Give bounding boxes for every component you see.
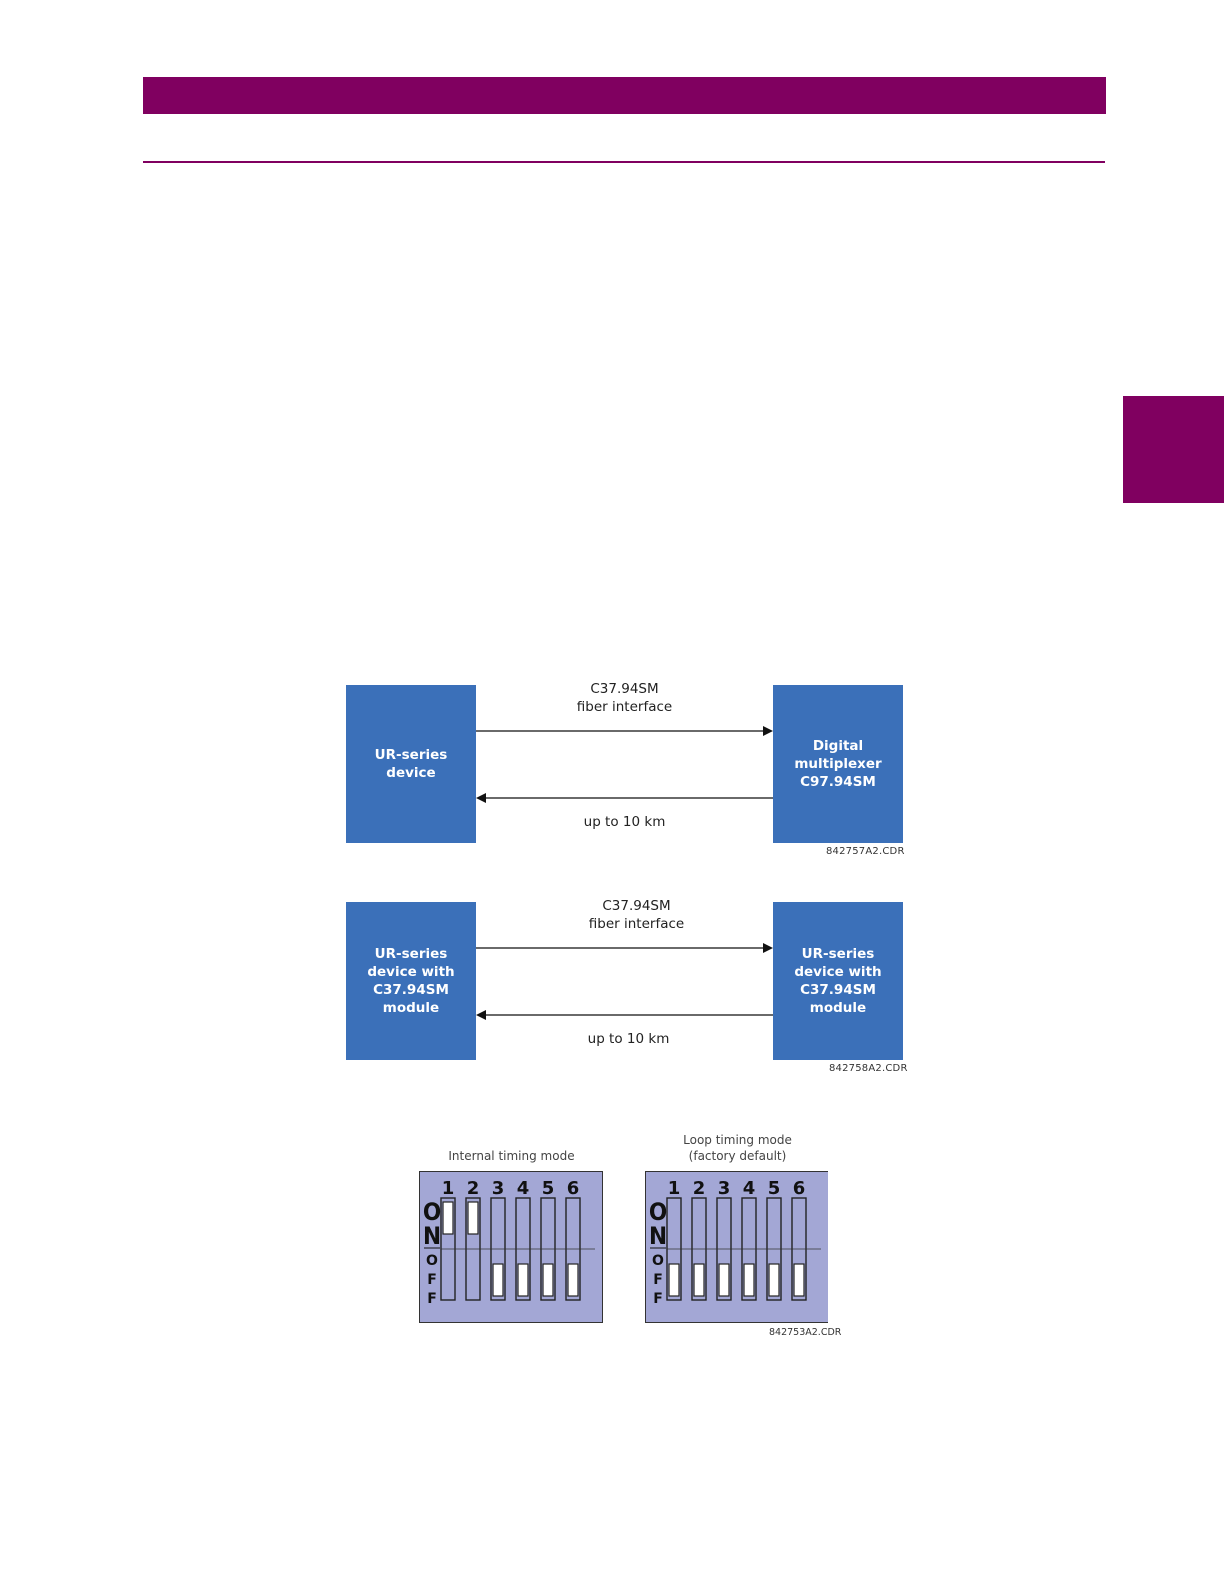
on-label-letter: N xyxy=(649,1222,667,1250)
figure-code: 842757A2.CDR xyxy=(826,846,905,857)
switch-toggle-off xyxy=(693,1263,705,1297)
off-label-letter: O xyxy=(652,1253,664,1269)
switch-number: 2 xyxy=(693,1178,706,1199)
switch-number: 2 xyxy=(467,1178,480,1199)
on-label-letter: O xyxy=(423,1198,441,1226)
dip-caption: Internal timing mode xyxy=(448,1149,575,1163)
switch-toggle-off xyxy=(668,1263,680,1297)
off-label-letter: F xyxy=(653,1272,663,1288)
chapter-side-tab xyxy=(1123,396,1224,503)
rx-arrow xyxy=(476,1010,773,1020)
ur-device-block-left: UR-series device with C37.94SM module xyxy=(346,902,476,1060)
ur-device-block: UR-series device xyxy=(346,685,476,843)
fiber-interface-label: C37.94SM fiber interface xyxy=(588,898,685,932)
switch-number: 1 xyxy=(442,1178,455,1199)
switch-toggle-off xyxy=(517,1263,529,1297)
on-label-letter: N xyxy=(423,1222,441,1250)
switch-toggle-off xyxy=(718,1263,730,1297)
dip-caption: Loop timing mode (factory default) xyxy=(683,1133,792,1163)
distance-label: up to 10 km xyxy=(587,1031,670,1047)
off-label-letter: F xyxy=(653,1291,663,1307)
switch-number: 5 xyxy=(768,1178,781,1199)
switch-number: 4 xyxy=(743,1178,756,1199)
off-label-letter: O xyxy=(426,1253,438,1269)
switch-toggle-off xyxy=(542,1263,554,1297)
tx-arrow xyxy=(476,726,773,736)
ur-device-block-right: UR-series device with C37.94SM module xyxy=(773,902,903,1060)
diagram-direct-connection: UR-series device with C37.94SM module UR… xyxy=(340,896,910,1076)
switch-number: 6 xyxy=(567,1178,580,1199)
switch-number: 1 xyxy=(668,1178,681,1199)
switch-toggle-off xyxy=(743,1263,755,1297)
diagram-multiplexer-connection: UR-series device Digital multiplexer C97… xyxy=(340,679,910,859)
switch-toggle-off xyxy=(768,1263,780,1297)
switch-number: 5 xyxy=(542,1178,555,1199)
switch-toggle-on xyxy=(442,1201,454,1235)
distance-label: up to 10 km xyxy=(583,814,666,830)
switch-toggle-off xyxy=(567,1263,579,1297)
on-label-letter: O xyxy=(649,1198,667,1226)
off-label-letter: F xyxy=(427,1272,437,1288)
header-rule xyxy=(143,161,1105,163)
switch-number: 3 xyxy=(718,1178,731,1199)
switch-toggle-off xyxy=(492,1263,504,1297)
rx-arrow xyxy=(476,793,773,803)
switch-number: 4 xyxy=(517,1178,530,1199)
switch-number: 6 xyxy=(793,1178,806,1199)
figure-code: 842753A2.CDR xyxy=(769,1327,842,1338)
fiber-interface-label: C37.94SM fiber interface xyxy=(576,681,673,715)
switch-number: 3 xyxy=(492,1178,505,1199)
switch-toggle-off xyxy=(793,1263,805,1297)
figure-code: 842758A2.CDR xyxy=(829,1063,908,1074)
off-label-letter: F xyxy=(427,1291,437,1307)
tx-arrow xyxy=(476,943,773,953)
header-bar xyxy=(143,77,1106,114)
switch-toggle-on xyxy=(467,1201,479,1235)
multiplexer-block: Digital multiplexer C97.94SM xyxy=(773,685,903,843)
